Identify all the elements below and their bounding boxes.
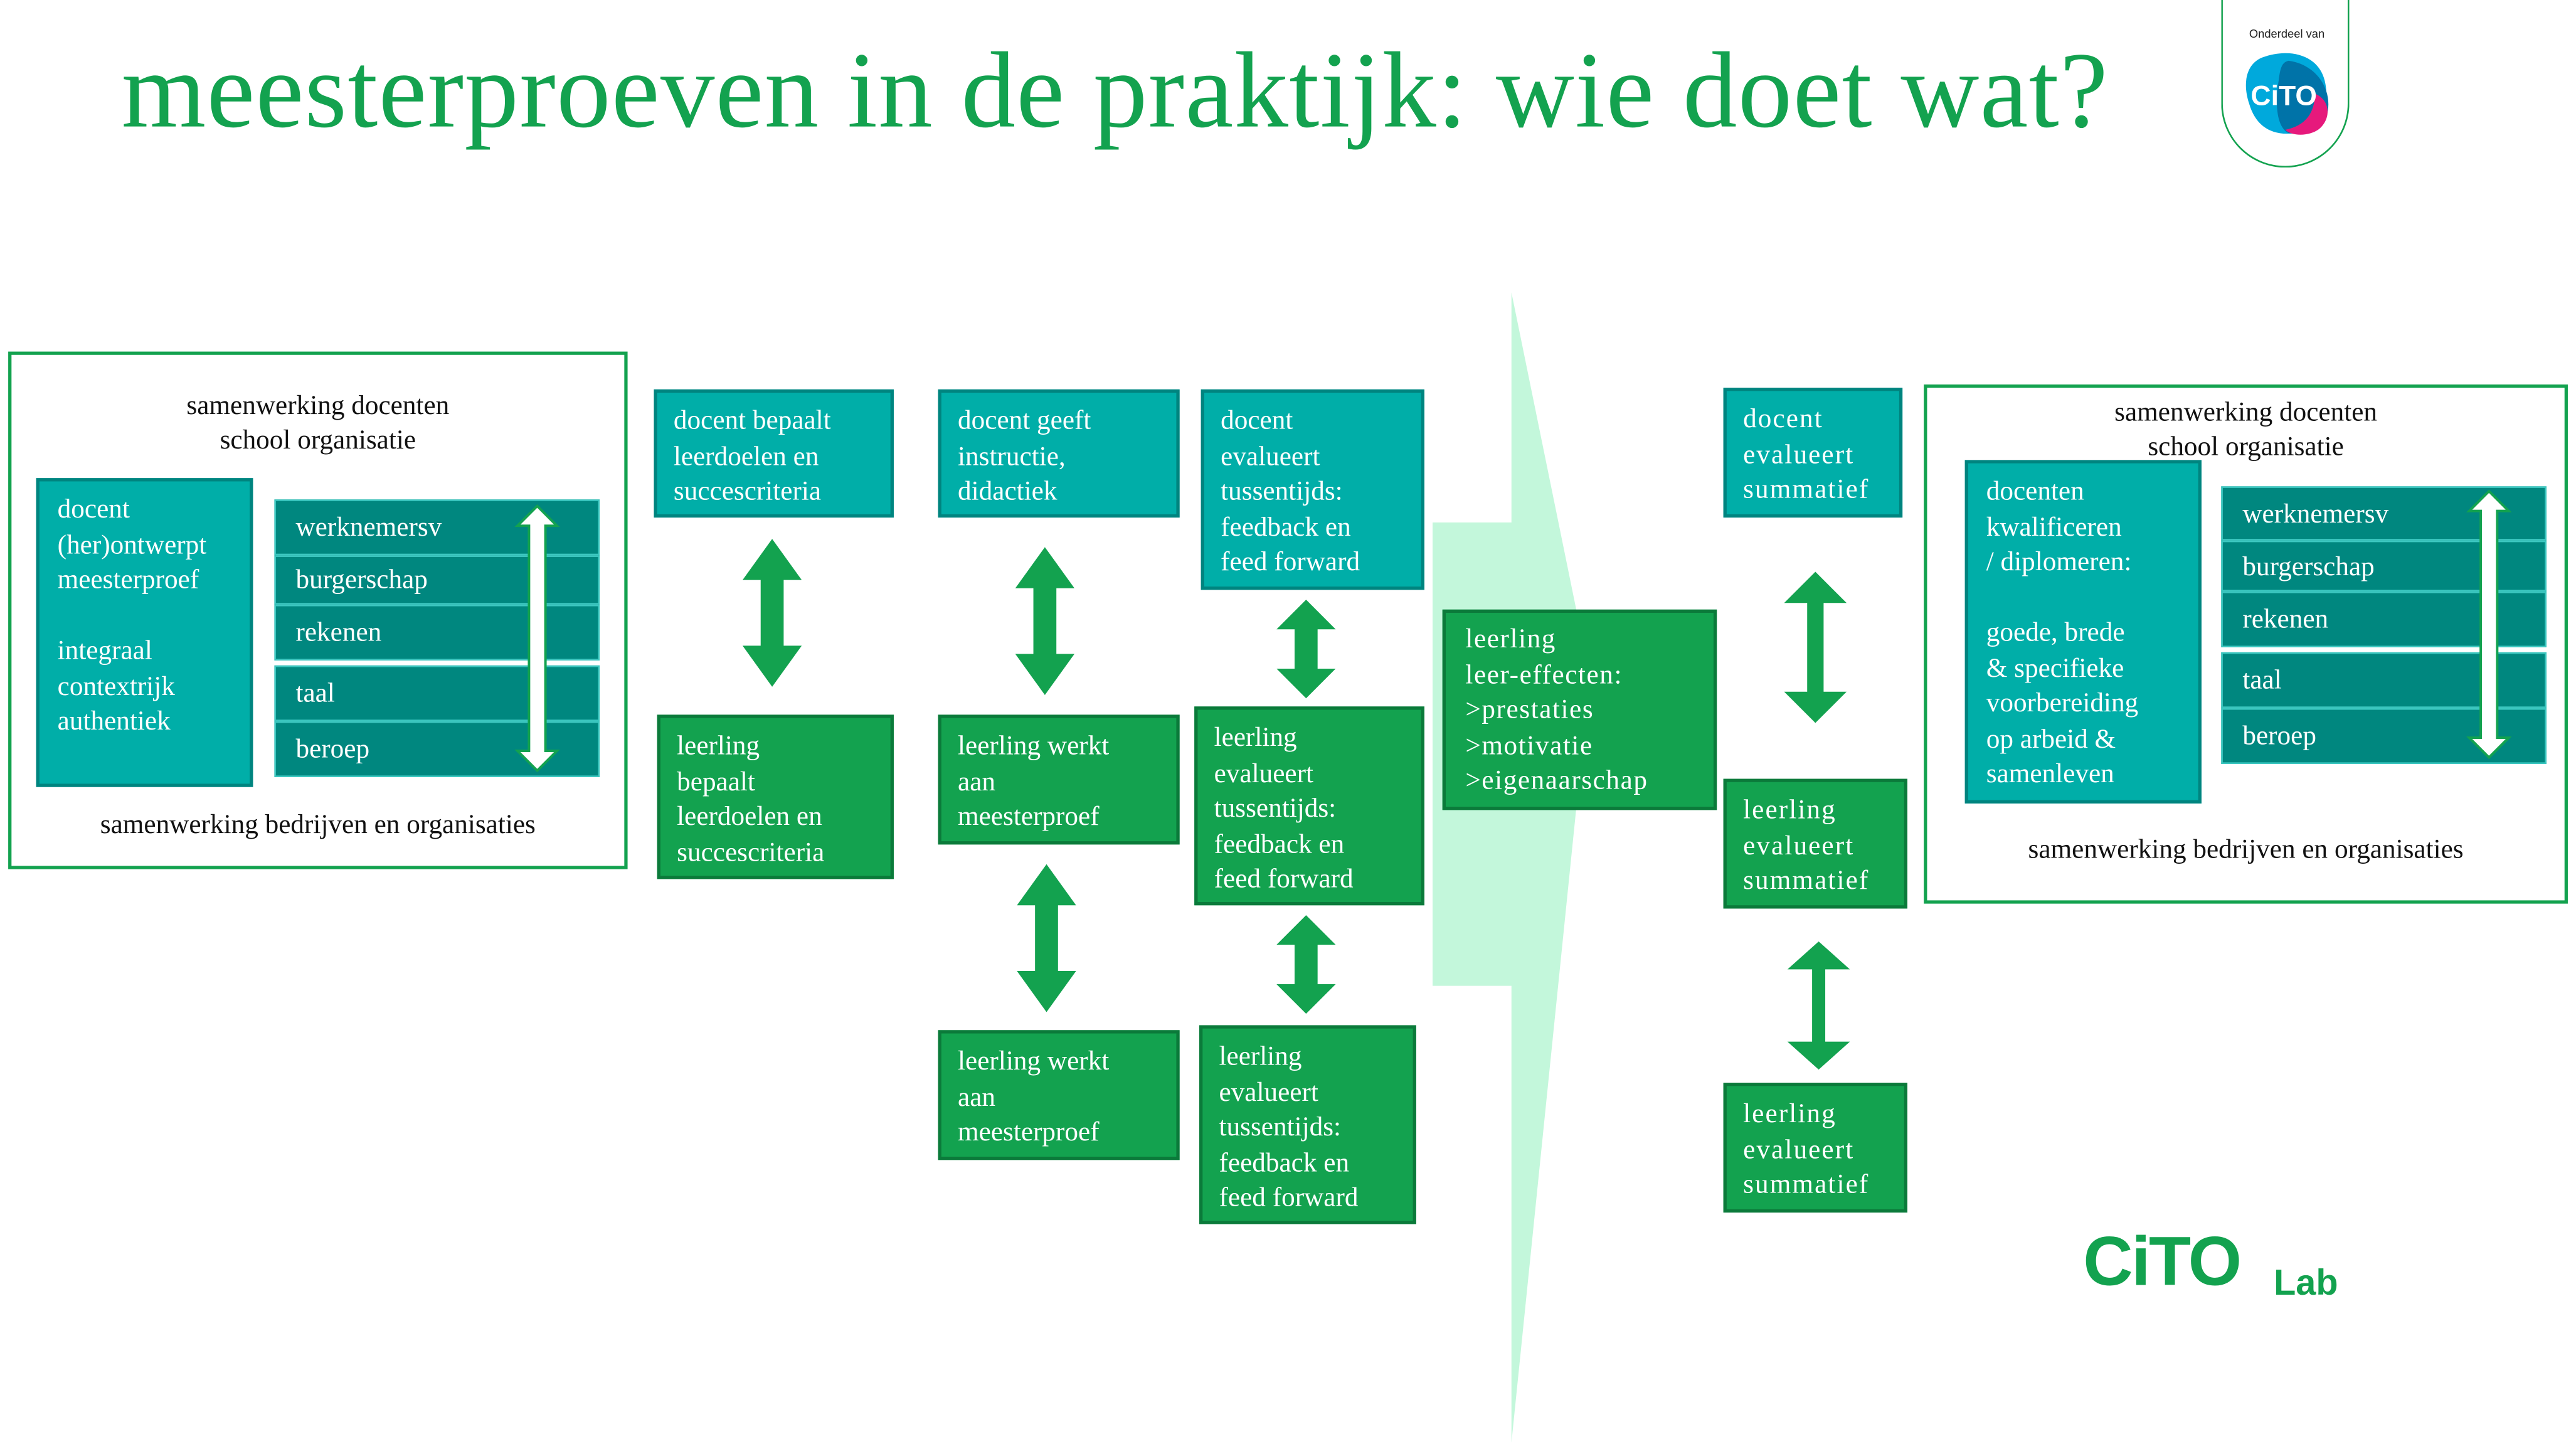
- badge-caption: Onderdeel van: [2249, 29, 2325, 41]
- double-arrow-icon: [1276, 600, 1336, 699]
- double-arrow-icon: [1015, 547, 1075, 695]
- docent-evalueert-tussentijds-box: docent evalueert tussentijds: feedback e…: [1201, 389, 1424, 590]
- progress-arrow-shape: [1433, 292, 1589, 1443]
- right-top-caption: samenwerking docenten school organisatie: [2114, 396, 2378, 462]
- leerling-werkt-box-1: leerling werkt aan meesterproef: [938, 714, 1180, 845]
- leerling-evalueert-tussentijds-box-1: leerling evalueert tussentijds: feedback…: [1194, 706, 1424, 906]
- right-bottom-caption: samenwerking bedrijven en organisaties: [2028, 832, 2464, 864]
- svg-text:CiTO: CiTO: [2250, 81, 2317, 112]
- right-main-box: docenten kwalificeren / diplomeren: goed…: [1964, 460, 2202, 804]
- left-collaboration-panel: samenwerking docenten school organisatie…: [8, 351, 628, 869]
- docent-geeft-instructie-box: docent geeft instructie, didactiek: [938, 389, 1180, 518]
- cito-lab-brand: CiTO: [2083, 1222, 2242, 1300]
- leerling-evalueert-tussentijds-box-2: leerling evalueert tussentijds: feedback…: [1199, 1025, 1416, 1224]
- double-arrow-icon: [1787, 941, 1850, 1070]
- left-bottom-caption: samenwerking bedrijven en organisaties: [100, 808, 536, 840]
- double-arrow-icon: [742, 539, 802, 687]
- cito-badge: Onderdeel van CiTO: [2221, 0, 2350, 168]
- right-collaboration-panel: samenwerking docenten school organisatie…: [1924, 384, 2568, 904]
- docent-evalueert-summatief-box: docent evalueert summatief: [1723, 388, 1903, 518]
- docent-bepaalt-box: docent bepaalt leerdoelen en succescrite…: [654, 389, 894, 518]
- leerling-evalueert-summatief-box-1: leerling evalueert summatief: [1723, 778, 1908, 909]
- left-main-box: docent (her)ontwerpt meesterproef integr…: [36, 478, 253, 787]
- cito-lab-logo: CiTO Lab: [2083, 1223, 2362, 1321]
- double-arrow-icon: [1017, 864, 1076, 1012]
- cito-logo-icon: CiTO: [2245, 53, 2329, 135]
- page-title: meesterproeven in de praktijk: wie doet …: [121, 31, 2109, 151]
- leerling-evalueert-summatief-box-2: leerling evalueert summatief: [1723, 1083, 1908, 1213]
- cito-lab-suffix: Lab: [2274, 1261, 2338, 1303]
- vertical-double-arrow-icon: [514, 504, 560, 773]
- double-arrow-icon: [1276, 915, 1336, 1014]
- double-arrow-icon: [1784, 571, 1847, 723]
- leerling-bepaalt-box: leerling bepaalt leerdoelen en succescri…: [657, 714, 894, 879]
- leer-effecten-box: leerling leer-effecten: >prestaties >mot…: [1442, 609, 1717, 810]
- left-top-caption: samenwerking docenten school organisatie: [186, 389, 450, 455]
- leerling-werkt-box-2: leerling werkt aan meesterproef: [938, 1030, 1180, 1160]
- vertical-double-arrow-icon: [2466, 489, 2512, 760]
